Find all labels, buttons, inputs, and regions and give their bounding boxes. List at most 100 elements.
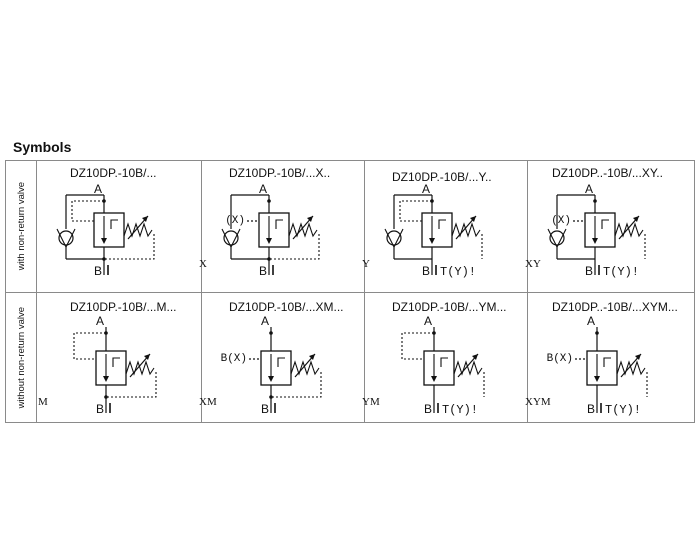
flow-path-hook (277, 357, 285, 367)
pilot-line-internal (71, 200, 104, 222)
model-code-label: DZ10DP.-10B/...X.. (229, 166, 331, 180)
valve-box (423, 350, 455, 386)
junction-dot (102, 199, 106, 203)
flow-arrow-icon (429, 238, 435, 244)
variant-code-label: M (38, 396, 48, 408)
page-title: Symbols (13, 139, 72, 155)
model-code-label: DZ10DP.-10B/...XM... (229, 300, 344, 314)
column-divider (364, 161, 365, 422)
port-a-label: A (96, 314, 104, 328)
junction-dot (104, 331, 108, 335)
adjust-arrow-icon (472, 354, 478, 360)
spring-icon (616, 360, 646, 376)
valve-symbol: A B B(X) XM (199, 314, 322, 416)
spring-icon (614, 222, 644, 238)
row-label-without-check-valve: without non-return valve (15, 307, 27, 409)
check-valve-seat-icon (221, 228, 241, 249)
adjust-arrow-icon (470, 216, 476, 222)
check-valve-ball-icon (223, 230, 239, 246)
spring-icon (290, 360, 320, 376)
valve-symbol: ABB(X)T(Y)!XYM (525, 314, 648, 417)
spring-icon (288, 222, 318, 238)
model-code-label: DZ10DP..-10B/...XYM... (552, 300, 678, 314)
variant-code-label: XM (199, 396, 217, 408)
symbol-cell: DZ10DP.-10B/...M...A B M (36, 293, 199, 423)
junction-dot (269, 331, 273, 335)
check-valve-seat-icon (56, 228, 76, 249)
port-b-label: B (259, 264, 267, 278)
flow-path-hook (440, 357, 448, 367)
junction-dot (104, 395, 108, 399)
spring-icon (451, 222, 481, 238)
port-a-label: A (261, 314, 269, 328)
flow-path-hook (110, 219, 118, 229)
port-t-y-label: T(Y)! (442, 403, 478, 417)
valve-symbol: AB(X)X (199, 182, 320, 278)
variant-code-label: YM (362, 396, 380, 408)
port-a-label: A (422, 182, 430, 196)
flow-arrow-icon (592, 238, 598, 244)
port-b-label: B (96, 402, 104, 416)
valve-box (93, 212, 125, 248)
valve-box (260, 350, 292, 386)
flow-arrow-icon (594, 376, 600, 382)
valve-box (95, 350, 127, 386)
check-valve-seat-icon (384, 228, 404, 249)
adjust-arrow-icon (309, 354, 315, 360)
junction-dot (595, 331, 599, 335)
port-a-label: A (587, 314, 595, 328)
junction-dot (267, 199, 271, 203)
variant-code-label: Y (362, 258, 370, 270)
column-divider (201, 161, 202, 422)
pilot-line-internal (401, 332, 434, 360)
drain-line-internal (269, 234, 320, 260)
model-code-label: DZ10DP.-10B/...Y.. (392, 170, 492, 184)
port-b-label: B (422, 264, 430, 278)
port-a-label: A (585, 182, 593, 196)
junction-dot (430, 199, 434, 203)
variant-code-label: XY (525, 258, 541, 270)
port-a-label: A (94, 182, 102, 196)
symbol-cell: DZ10DP.-10B/...XM...A B B(X) XM (199, 293, 364, 423)
row-divider (6, 292, 694, 293)
flow-path-hook (603, 357, 611, 367)
valve-symbol: A B M (38, 314, 157, 416)
spring-icon (125, 360, 155, 376)
port-b-label: B (585, 264, 593, 278)
port-b-label: B (261, 402, 269, 416)
spring-icon (453, 360, 483, 376)
junction-dot (432, 331, 436, 335)
adjust-arrow-icon (635, 354, 641, 360)
model-code-label: DZ10DP..-10B/...XY.. (552, 166, 663, 180)
symbols-table: with non-return valve without non-return… (5, 160, 695, 423)
variant-code-label: XYM (525, 396, 551, 408)
pilot-line-internal (73, 332, 106, 360)
column-divider (36, 161, 37, 422)
drain-line-internal (271, 372, 322, 398)
port-a-label: A (424, 314, 432, 328)
flow-path-hook (112, 357, 120, 367)
check-valve-ball-icon (58, 230, 74, 246)
flow-path-hook (438, 219, 446, 229)
adjust-arrow-icon (144, 354, 150, 360)
drain-line-internal (104, 234, 155, 260)
variant-code-label: X (199, 258, 207, 270)
port-x-label: (X) (225, 215, 245, 227)
model-code-label: DZ10DP.-10B/...M... (70, 300, 177, 314)
valve-box (586, 350, 618, 386)
spring-icon (123, 222, 153, 238)
port-x-label: B(X) (221, 353, 247, 365)
flow-arrow-icon (266, 238, 272, 244)
port-t-y-label: T(Y)! (603, 265, 639, 279)
port-x-label: B(X) (547, 353, 573, 365)
valve-box (584, 212, 616, 248)
port-b-label: B (94, 264, 102, 278)
port-t-y-label: T(Y)! (605, 403, 641, 417)
check-valve-seat-icon (547, 228, 567, 249)
